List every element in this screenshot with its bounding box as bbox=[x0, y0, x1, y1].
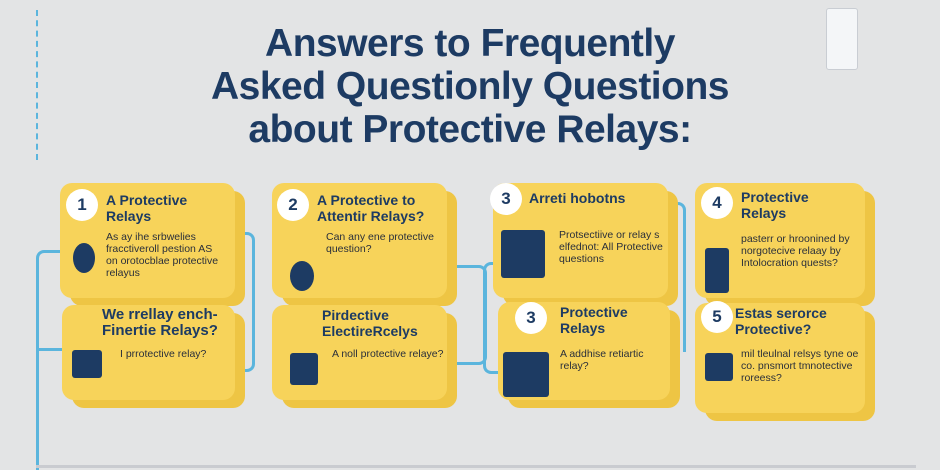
card-body: mil tleulnal relsys tyne oe co. pnsmort … bbox=[741, 348, 859, 384]
card-title: Pirdective ElectireRcelys bbox=[322, 307, 418, 339]
connector-line bbox=[36, 465, 916, 468]
faq-card-2b[interactable]: Pirdective ElectireRcelys A noll protect… bbox=[272, 305, 447, 400]
card-body: I prrotective relay? bbox=[120, 348, 207, 360]
title-line-3: about Protective Relays: bbox=[248, 108, 692, 151]
card-title: Protective Relays bbox=[741, 189, 809, 221]
connector-line bbox=[36, 348, 66, 351]
relay-cabinet-icon bbox=[501, 230, 545, 278]
card-title: Estas serorce Protective? bbox=[735, 305, 827, 337]
faq-card-4[interactable]: 4 Protective Relays pasterr or hroonined… bbox=[695, 183, 865, 298]
relay-bulb-icon bbox=[73, 243, 95, 273]
card-title: Protective Relays bbox=[560, 304, 628, 336]
card-title: Arreti hobotns bbox=[529, 190, 626, 206]
card-body: pasterr or hroonined by norgotecive rela… bbox=[741, 233, 850, 269]
card-body: Protsectiive or relay s elfednot: All Pr… bbox=[559, 229, 663, 265]
number-badge: 3 bbox=[490, 183, 522, 215]
faq-card-1b[interactable]: We rrellay ench- Finertie Relays? I prro… bbox=[62, 305, 235, 400]
card-title: A Protective Relays bbox=[106, 192, 188, 224]
page-title: Answers to Frequently Asked Questionly Q… bbox=[0, 22, 940, 151]
number-badge: 3 bbox=[515, 302, 547, 334]
number-badge: 2 bbox=[277, 189, 309, 221]
relay-switch-icon bbox=[705, 353, 733, 381]
number-badge: 1 bbox=[66, 189, 98, 221]
title-line-2: Asked Questionly Questions bbox=[211, 65, 729, 108]
relay-panel-icon bbox=[72, 350, 102, 378]
relay-rack-icon bbox=[503, 352, 549, 397]
card-body: Can any ene protective question? bbox=[326, 231, 434, 255]
dashed-line bbox=[36, 10, 38, 160]
connector-line bbox=[235, 232, 255, 372]
connector-line bbox=[36, 250, 66, 470]
faq-card-3[interactable]: 3 Arreti hobotns Protsectiive or relay s… bbox=[490, 183, 668, 298]
faq-card-3b[interactable]: 3 Protective Relays A addhise retiartic … bbox=[498, 302, 670, 400]
connector-line bbox=[447, 265, 487, 365]
relay-panel-icon bbox=[290, 353, 318, 385]
relay-meter-icon bbox=[290, 261, 314, 291]
relay-switch-icon bbox=[705, 248, 729, 293]
faq-card-5[interactable]: 5 Estas serorce Protective? mil tleulnal… bbox=[695, 301, 865, 413]
card-body: A noll protective relaye? bbox=[332, 348, 444, 360]
card-body: As ay ihe srbwelies fracctiveroll pestio… bbox=[106, 231, 219, 279]
title-line-1: Answers to Frequently bbox=[265, 22, 675, 65]
card-title: A Protective to Attentir Relays? bbox=[317, 192, 425, 224]
card-title: We rrellay ench- Finertie Relays? bbox=[102, 306, 218, 339]
number-badge: 4 bbox=[701, 187, 733, 219]
card-body: A addhise retiartic relay? bbox=[560, 348, 644, 372]
faq-card-2[interactable]: 2 A Protective to Attentir Relays? Can a… bbox=[272, 183, 447, 298]
faq-card-1[interactable]: 1 A Protective Relays As ay ihe srbwelie… bbox=[60, 183, 235, 298]
number-badge: 5 bbox=[701, 301, 733, 333]
device-icon bbox=[826, 8, 858, 70]
